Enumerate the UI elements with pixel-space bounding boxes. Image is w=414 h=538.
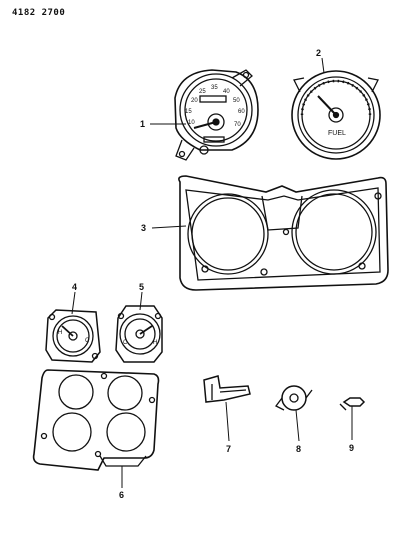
callout-4: 4 <box>72 282 77 292</box>
speed-tick-60: 60 <box>238 109 245 115</box>
cluster-housing-part <box>178 175 389 291</box>
circuit-panel-part <box>32 369 160 471</box>
speed-tick-40: 40 <box>223 89 230 95</box>
callout-6: 6 <box>119 490 124 500</box>
speed-tick-15: 15 <box>185 109 192 115</box>
callout-5: 5 <box>139 282 144 292</box>
speed-tick-10: 10 <box>188 120 195 126</box>
diagram-code: 4182 2700 <box>12 8 66 18</box>
callout-8: 8 <box>296 444 301 454</box>
bulb-socket-part <box>275 385 313 411</box>
callout-1: 1 <box>140 119 145 129</box>
bracket-part <box>203 375 251 403</box>
fuel-label: FUEL <box>328 130 346 137</box>
speed-tick-20: 20 <box>191 98 198 104</box>
oil-gauge-h: H <box>153 340 157 346</box>
temp-gauge-c: C <box>85 338 90 344</box>
oil-gauge-c: C <box>123 340 128 346</box>
speed-tick-25: 25 <box>199 89 206 95</box>
speed-tick-50: 50 <box>233 98 240 104</box>
temp-gauge-h: H <box>58 330 62 336</box>
callout-2: 2 <box>316 48 321 58</box>
fuel-gauge-part: FUEL <box>291 70 381 160</box>
speed-tick-70: 70 <box>234 122 241 128</box>
speed-tick-35: 35 <box>211 85 218 91</box>
oil-gauge-part: C H <box>115 305 163 363</box>
callout-3: 3 <box>141 223 146 233</box>
callout-9: 9 <box>349 443 354 453</box>
bulb-part <box>339 397 366 411</box>
callout-7: 7 <box>226 444 231 454</box>
leader-lines <box>71 57 353 488</box>
temp-gauge-part: H C <box>45 309 101 363</box>
speedometer-part: 10 15 20 25 35 40 50 60 70 <box>174 69 259 161</box>
